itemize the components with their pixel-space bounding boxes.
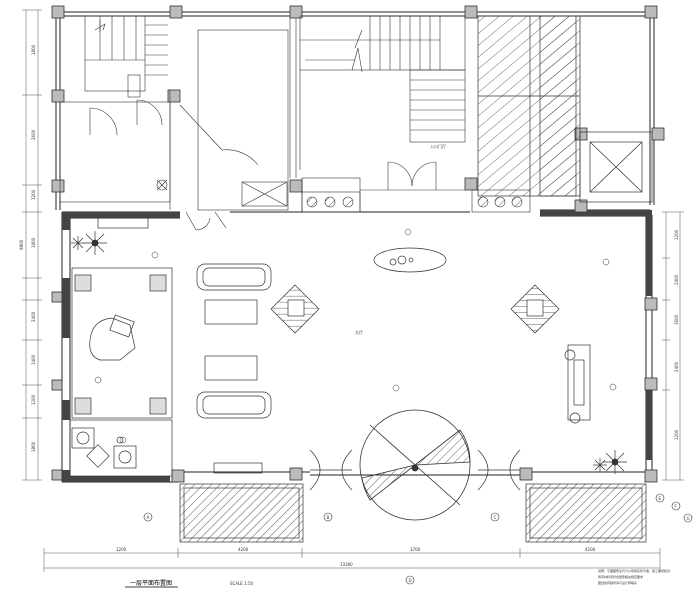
svg-text:C: C [494,515,497,520]
dim-right-1: 1200 [674,229,679,240]
drawing-scale: SCALE 1:50 [230,581,254,586]
note-line-3: 图纸如有疑问请与设计师联系 [598,580,637,585]
room-label-hall: 大厅 [355,329,363,335]
entry-double-door [360,161,465,191]
wall-fills [62,210,652,482]
bottom-planters [179,462,647,543]
svg-text:G: G [687,516,690,521]
note-line-1: 说明：平面图所注尺寸以现场实际为准，施工前须核对 [598,568,670,573]
armchairs-bottom-left [71,427,137,469]
dim-left-8: 1800 [31,441,36,452]
dim-right-2: 2400 [674,274,679,285]
dim-left-3: 1200 [31,189,36,200]
right-upper-hatched [477,15,581,197]
room-label-entry: 入口门厅 [430,143,446,149]
upper-left-room [59,101,171,203]
round-table [359,409,471,521]
svg-text:B: B [327,515,330,520]
right-bench [564,344,591,424]
dim-left-1: 1800 [31,44,36,55]
floor-markers [94,228,617,444]
elevator-shaft [579,131,653,203]
table-chairs [309,449,521,491]
dim-bottom-4: 4200 [585,547,596,552]
structural-columns [51,5,665,483]
dim-bottom-2: 4200 [238,547,249,552]
dim-left-4: 1800 [31,237,36,248]
door-swings-upper [89,18,297,211]
note-line-2: 所有材料须符合国家相关规范要求 [598,574,643,579]
dimension-lines [22,9,684,572]
svg-text:A: A [147,515,150,520]
dim-bottom-total: 13300 [340,562,353,567]
dim-left-7: 1200 [31,394,36,405]
svg-text:E: E [659,496,662,501]
axis-marker-labels: A B C D E F G [147,496,690,583]
sofas [196,263,272,419]
dim-bottom-1: 1200 [116,547,127,552]
dim-right-5: 1200 [674,429,679,440]
side-tables [270,284,560,334]
dim-left-total: 9800 [19,239,24,250]
axis-markers [143,493,693,585]
drawing-title: 一层平面布置图 [130,579,172,587]
service-box [241,181,288,207]
title-block: 一层平面布置图 SCALE 1:50 [125,579,254,588]
svg-text:F: F [675,504,678,509]
dim-right-3: 1600 [674,314,679,325]
main-stair [299,15,466,170]
svg-text:D: D [409,578,412,583]
drawing-notes: 说明：平面图所注尺寸以现场实际为准，施工前须核对 所有材料须符合国家相关规范要求… [598,568,670,585]
dim-right-4: 2400 [674,361,679,372]
ellipse-rug [373,247,447,273]
piano-room [69,217,173,477]
dim-left-6: 1400 [31,354,36,365]
hall-door [185,211,227,231]
dim-bottom-3: 3700 [410,547,421,552]
counter-sinks-left [301,177,361,213]
dim-left-2: 2600 [31,129,36,140]
upper-left-stair [84,15,168,98]
plant-symbols [71,231,627,474]
dimension-labels: 1200 4200 3700 4200 13300 1800 2600 1200… [19,44,679,567]
dim-left-5: 2400 [31,311,36,322]
counter-sinks-right [471,189,531,213]
